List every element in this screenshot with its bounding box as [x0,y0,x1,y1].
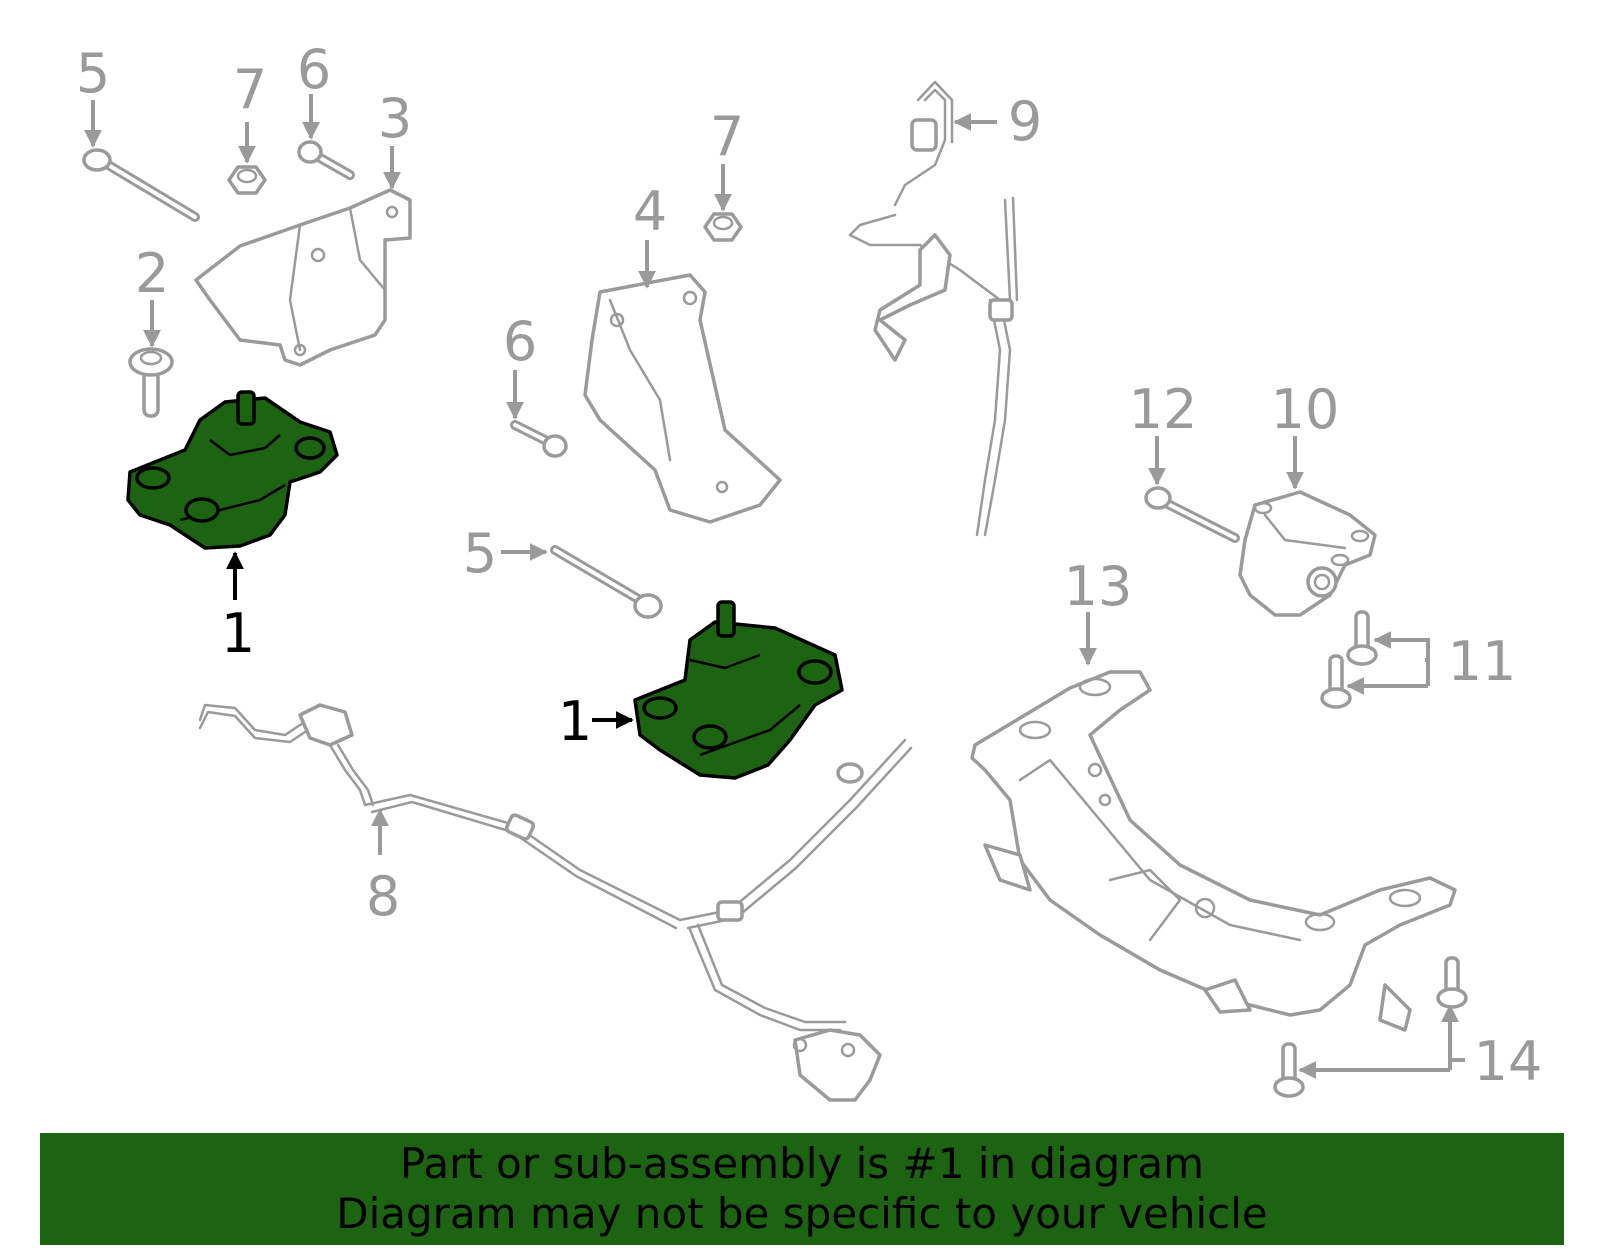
bolts-11 [1320,610,1378,709]
callout-13: 13 [1064,555,1133,618]
bolts-14 [1273,956,1468,1098]
engine-mount-1-center [633,600,844,780]
callout-labels: 5 7 6 3 2 1 7 4 6 5 1 9 12 10 13 11 8 14 [76,38,1543,1093]
callout-10: 10 [1271,378,1340,441]
callout-7-top-left: 7 [233,58,267,121]
parts-diagram: 5 7 6 3 2 1 7 4 6 5 1 9 12 10 13 11 8 14 [76,38,1543,1102]
nut-7-middle [703,212,743,242]
hose-8 [198,703,913,1102]
callout-8: 8 [366,865,400,928]
bolt-6-top-left [297,140,355,180]
nut-7-top-left [227,165,267,195]
bolt-5-top-left [82,148,200,222]
engine-mount-1-left [126,390,339,550]
callout-5-middle: 5 [463,522,497,585]
callout-6-top-left: 6 [297,38,331,101]
arrow-11 [1375,638,1430,662]
banner-line-2: Diagram may not be specific to your vehi… [336,1189,1268,1238]
callout-11: 11 [1448,630,1517,693]
mount-10 [1238,490,1377,617]
bracket-4 [583,273,782,524]
banner-line-1: Part or sub-assembly is #1 in diagram [399,1139,1205,1188]
bolt-5-middle [550,545,663,619]
bracket-3 [194,188,412,367]
callout-14: 14 [1474,1030,1543,1093]
callout-2: 2 [135,242,169,305]
callout-4: 4 [633,180,667,243]
callout-12: 12 [1129,378,1198,441]
callout-3: 3 [378,87,412,150]
callout-5-top-left: 5 [76,42,110,105]
arrow-14 [1448,1058,1465,1070]
leader-arrows [84,94,1465,1079]
info-banner: Part or sub-assembly is #1 in diagram Di… [40,1133,1564,1245]
bolt-6-middle [510,420,568,458]
hose-9 [848,80,1019,537]
callout-1-center: 1 [558,690,592,753]
callout-7-middle: 7 [710,105,744,168]
bolt-2 [128,347,174,418]
callout-1-left: 1 [221,602,255,665]
subframe-13 [970,670,1457,1032]
callout-6-middle: 6 [503,310,537,373]
bolt-12 [1144,486,1240,543]
callout-9: 9 [1008,90,1042,153]
